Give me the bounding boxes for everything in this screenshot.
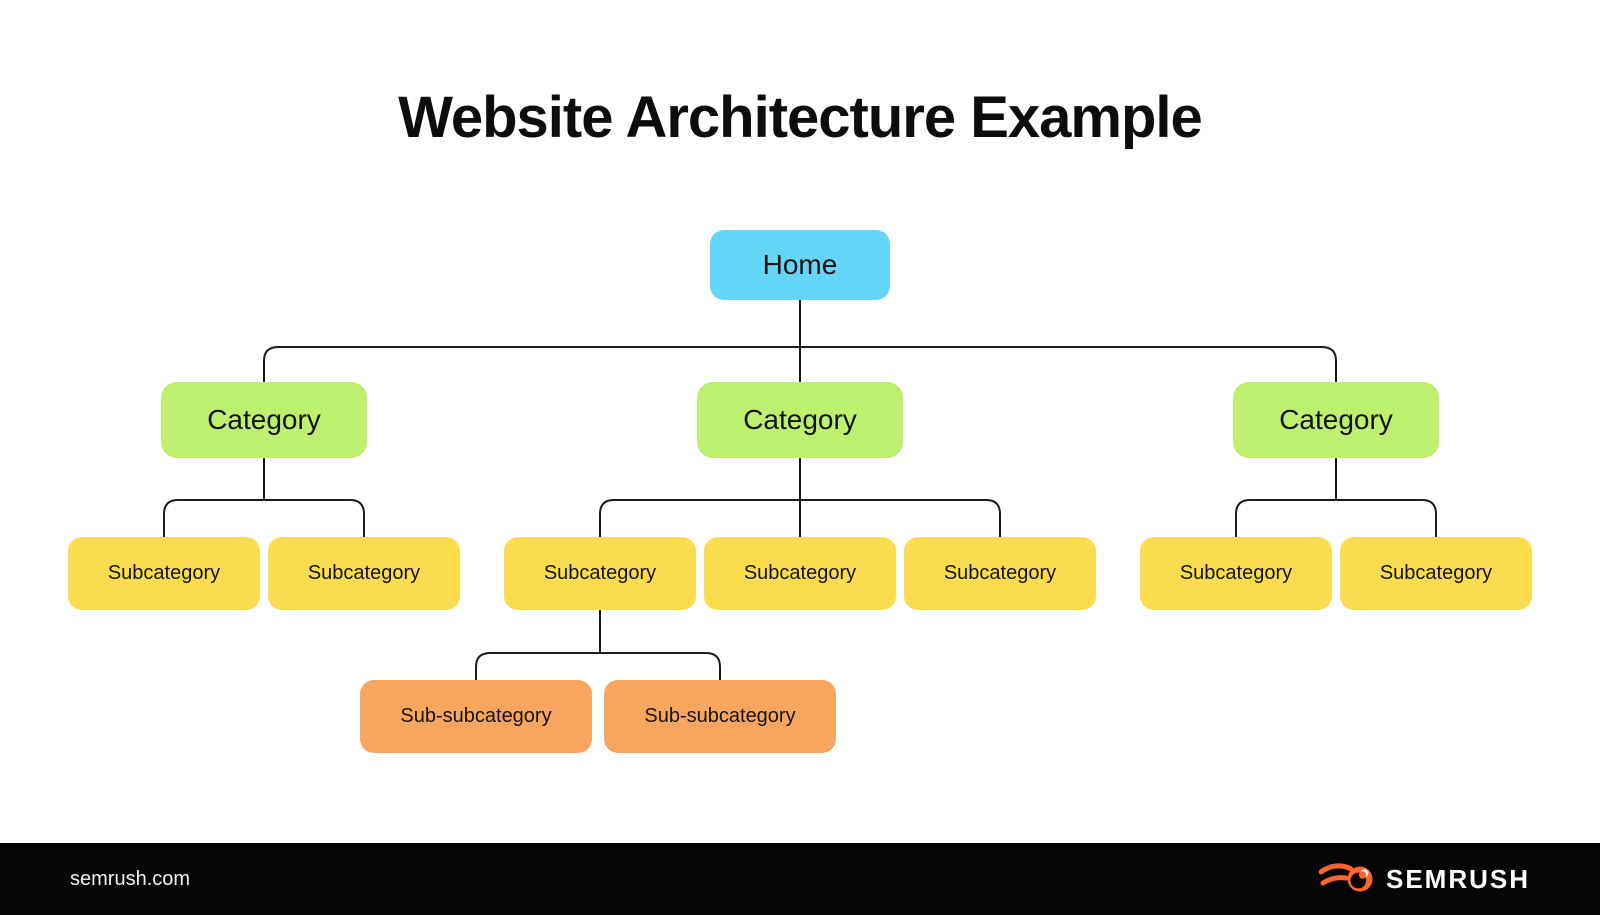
subcategory-node-6: Subcategory: [1140, 537, 1332, 610]
brand-name: SEMRUSH: [1385, 863, 1530, 894]
subcategory-node-4: Subcategory: [704, 537, 896, 610]
subcategory-node-3: Subcategory: [504, 537, 696, 610]
home-node: Home: [710, 230, 890, 300]
subcategory-node-5: Subcategory: [904, 537, 1096, 610]
subcategory-node-2: Subcategory: [268, 537, 460, 610]
semrush-comet-icon: [1318, 863, 1373, 892]
site-url: semrush.com: [70, 867, 191, 890]
sub-subcategory-node-2: Sub-subcategory: [604, 680, 836, 753]
sub-subcategory-node-1: Sub-subcategory: [360, 680, 592, 753]
subcategory-node-1: Subcategory: [68, 537, 260, 610]
page-title: Website Architecture Example: [398, 85, 1203, 150]
subcategory-node-7: Subcategory: [1340, 537, 1532, 610]
category-node-1: Category: [161, 382, 367, 458]
semrush-logo: SEMRUSH: [1318, 860, 1530, 898]
category-node-2: Category: [697, 382, 903, 458]
category-node-3: Category: [1233, 382, 1439, 458]
footer-bar: semrush.com SEMRUSH: [0, 843, 1600, 915]
